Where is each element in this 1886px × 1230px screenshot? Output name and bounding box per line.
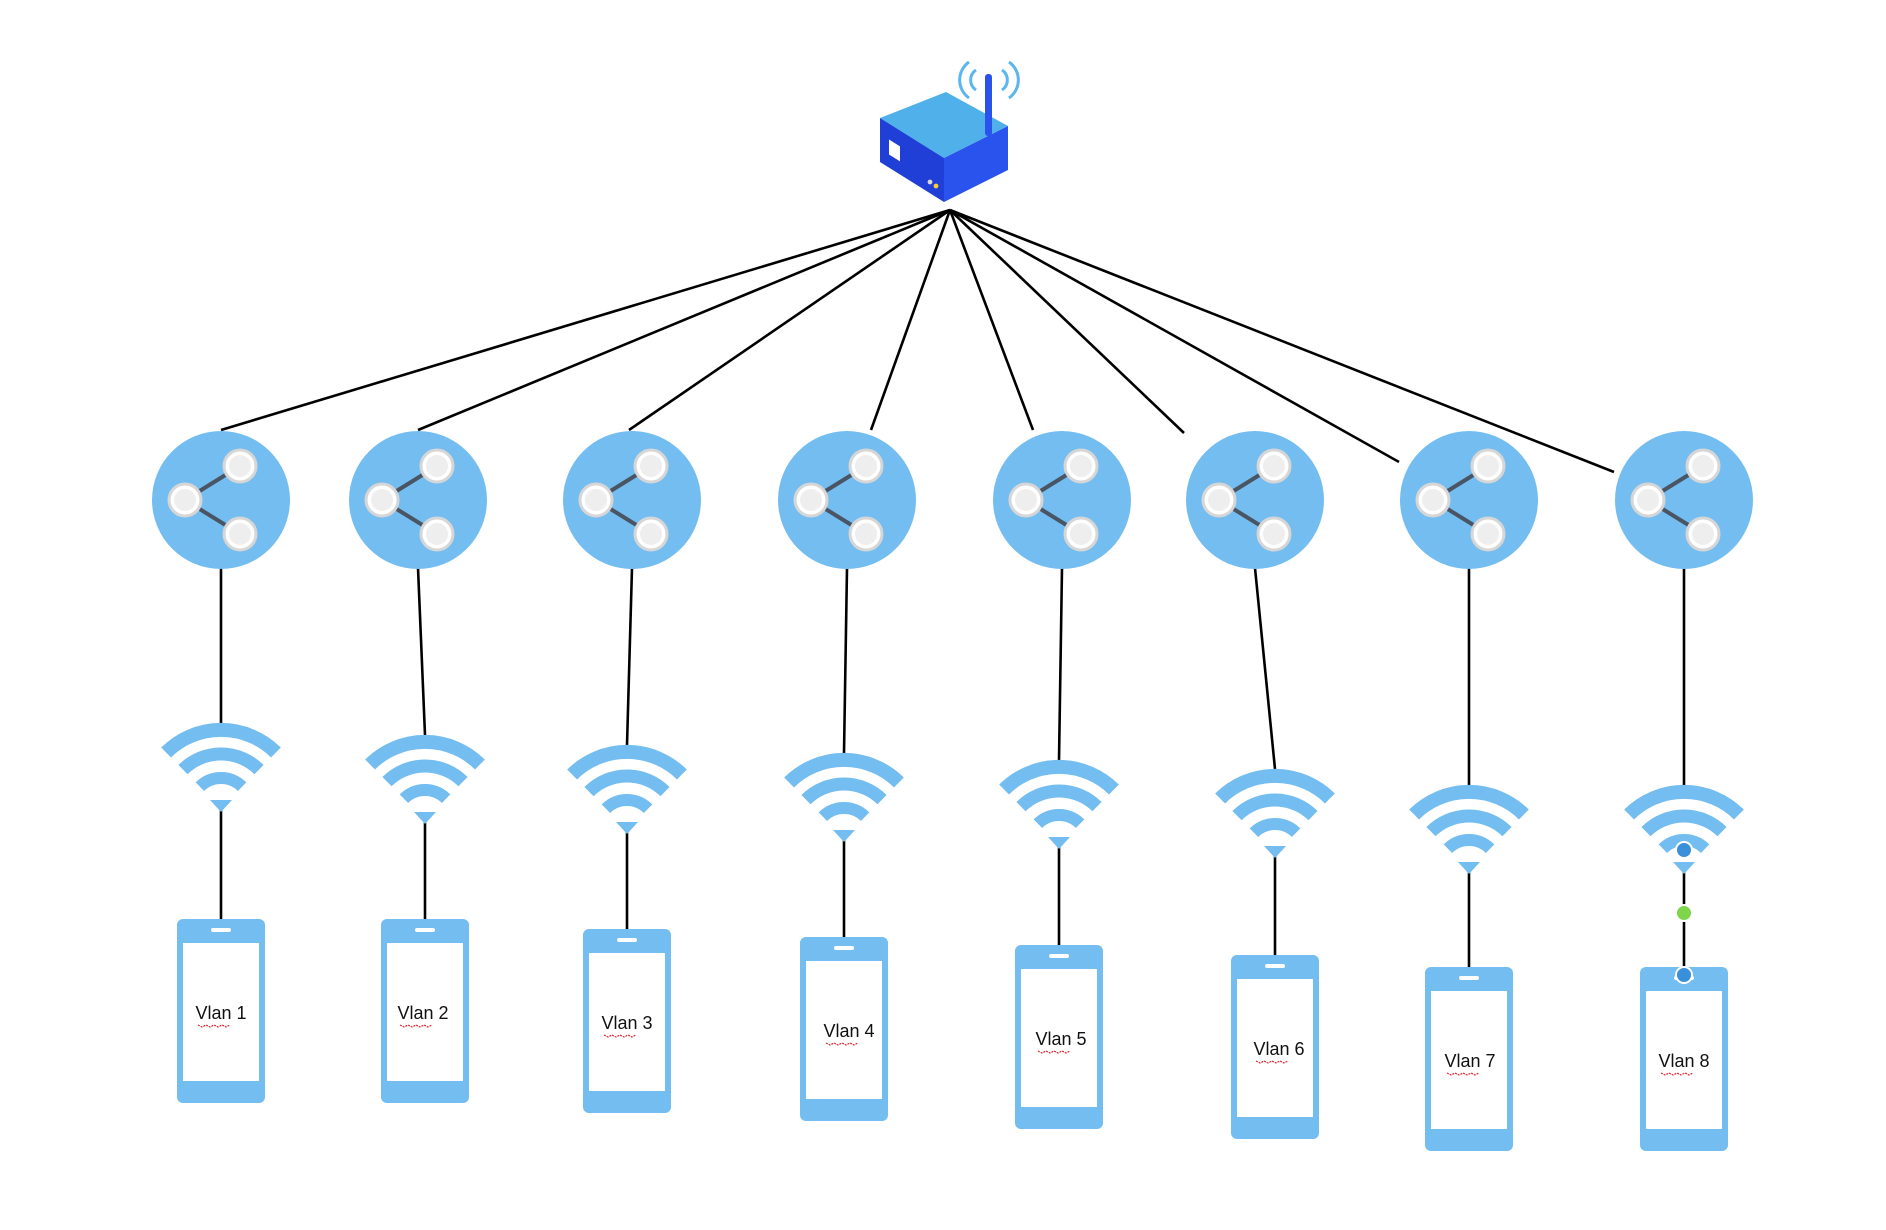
smartphone-icon[interactable] [177, 919, 265, 1103]
smartphone-icon[interactable] [800, 937, 888, 1121]
vlan-label: Vlan 5 [1035, 1029, 1086, 1049]
router-link-line[interactable] [628, 208, 951, 432]
connector-selection-handles[interactable] [1675, 841, 1693, 984]
vlan-branch: Vlan 7 [1400, 431, 1538, 1151]
wifi-icon[interactable] [365, 734, 485, 824]
router[interactable] [880, 60, 1020, 202]
vlan-label: Vlan 8 [1658, 1051, 1709, 1071]
vlan-label: Vlan 3 [601, 1013, 652, 1033]
share-network-icon[interactable] [1186, 431, 1324, 569]
wifi-icon[interactable] [1215, 768, 1335, 858]
share-network-icon[interactable] [993, 431, 1131, 569]
connector-start-handle[interactable] [1675, 841, 1693, 859]
switch-wifi-line[interactable] [416, 567, 427, 736]
switch-wifi-line[interactable] [1253, 567, 1277, 770]
wifi-icon[interactable] [1409, 784, 1529, 874]
vlan-branch: Vlan 1 [152, 431, 290, 1103]
switch-wifi-line[interactable] [1057, 567, 1064, 761]
wifi-icon[interactable] [1624, 784, 1744, 874]
vlan-label: Vlan 7 [1444, 1051, 1495, 1071]
router-link-line[interactable] [948, 209, 1035, 431]
vlan-branch: Vlan 3 [563, 431, 701, 1113]
smartphone-icon[interactable] [1015, 945, 1103, 1129]
wifi-icon[interactable] [784, 752, 904, 842]
router-link-line[interactable] [949, 208, 1615, 474]
vlan-branch: Vlan 8 [1615, 431, 1753, 1151]
share-network-icon[interactable] [152, 431, 290, 569]
smartphone-icon[interactable] [1231, 955, 1319, 1139]
vlan-branches: Vlan 1 Vlan 2 Vlan 3 Vlan 4 Vlan 5 Vlan 6 Vlan… [152, 431, 1753, 1151]
share-network-icon[interactable] [778, 431, 916, 569]
smartphone-icon[interactable] [381, 919, 469, 1103]
router-link-line[interactable] [869, 209, 952, 431]
vlan-branch: Vlan 2 [349, 431, 487, 1103]
share-network-icon[interactable] [1400, 431, 1538, 569]
smartphone-icon[interactable] [1425, 967, 1513, 1151]
share-network-icon[interactable] [1615, 431, 1753, 569]
connection-lines [219, 208, 1686, 1065]
wifi-icon[interactable] [161, 722, 281, 812]
switch-wifi-line[interactable] [625, 567, 634, 746]
vlan-branch: Vlan 6 [1186, 431, 1335, 1139]
connector-midpoint-handle[interactable] [1675, 904, 1693, 922]
wifi-icon[interactable] [999, 759, 1119, 849]
vlan-label: Vlan 6 [1253, 1039, 1304, 1059]
smartphone-icon[interactable] [1640, 967, 1728, 1151]
connector-end-handle[interactable] [1675, 966, 1693, 984]
wifi-icon[interactable] [567, 744, 687, 834]
vlan-label: Vlan 1 [195, 1003, 246, 1023]
share-network-icon[interactable] [563, 431, 701, 569]
smartphone-icon[interactable] [583, 929, 671, 1113]
router-link-line[interactable] [220, 208, 951, 432]
switch-wifi-line[interactable] [842, 567, 849, 754]
vlan-label: Vlan 4 [823, 1021, 874, 1041]
vlan-label: Vlan 2 [397, 1003, 448, 1023]
router-link-line[interactable] [417, 208, 951, 432]
router-link-line[interactable] [949, 209, 1185, 434]
router-link-line[interactable] [949, 208, 1400, 464]
vlan-branch: Vlan 4 [778, 431, 916, 1121]
vlan-branch: Vlan 5 [993, 431, 1131, 1129]
share-network-icon[interactable] [349, 431, 487, 569]
